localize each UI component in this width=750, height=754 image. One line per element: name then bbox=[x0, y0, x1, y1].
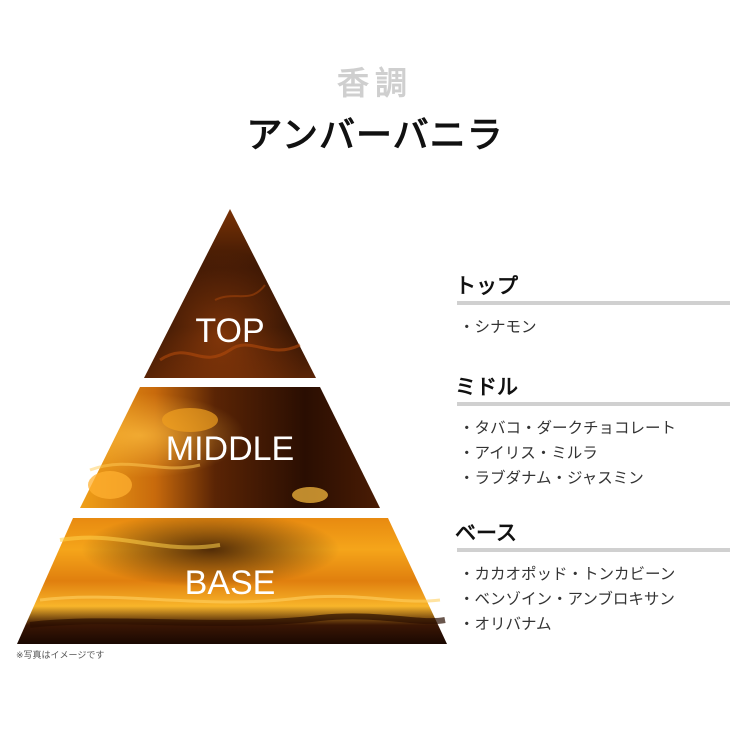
tier-middle-shape bbox=[80, 387, 380, 508]
note-heading-top: トップ bbox=[455, 274, 518, 298]
tier-top-shape bbox=[144, 209, 316, 378]
image-disclaimer: ※写真はイメージです bbox=[16, 651, 105, 661]
note-divider bbox=[457, 548, 730, 552]
note-item: ・ベンゾイン・アンブロキサン bbox=[459, 590, 675, 608]
note-item: ・シナモン bbox=[459, 318, 537, 336]
note-item: ・オリバナム bbox=[459, 615, 552, 633]
note-item: ・ラブダナム・ジャスミン bbox=[459, 469, 644, 487]
tier-base-shape bbox=[17, 518, 447, 644]
tier-top-label: TOP bbox=[195, 312, 265, 350]
note-heading-middle: ミドル bbox=[455, 375, 518, 399]
note-divider bbox=[457, 402, 730, 406]
tier-base-label: BASE bbox=[184, 564, 276, 602]
note-list-middle: ・タバコ・ダークチョコレート ・アイリス・ミルラ ・ラブダナム・ジャスミン bbox=[455, 416, 735, 491]
note-item: ・カカオポッド・トンカビーン bbox=[459, 565, 676, 583]
note-group-top: トップ ・シナモン bbox=[455, 273, 735, 340]
note-divider bbox=[457, 301, 730, 305]
note-group-base: ベース ・カカオポッド・トンカビーン ・ベンゾイン・アンブロキサン ・オリバナム bbox=[455, 520, 735, 637]
note-item: ・タバコ・ダークチョコレート bbox=[459, 419, 677, 437]
note-item: ・アイリス・ミルラ bbox=[459, 444, 598, 462]
page-title: アンバーバニラ bbox=[246, 115, 504, 156]
note-group-middle: ミドル ・タバコ・ダークチョコレート ・アイリス・ミルラ ・ラブダナム・ジャスミ… bbox=[455, 374, 735, 491]
note-list-top: ・シナモン bbox=[455, 315, 735, 340]
note-heading-base: ベース bbox=[455, 521, 517, 545]
note-list-base: ・カカオポッド・トンカビーン ・ベンゾイン・アンブロキサン ・オリバナム bbox=[455, 562, 735, 637]
tier-middle-label: MIDDLE bbox=[165, 430, 295, 468]
header-subtitle: 香調 bbox=[336, 64, 413, 102]
